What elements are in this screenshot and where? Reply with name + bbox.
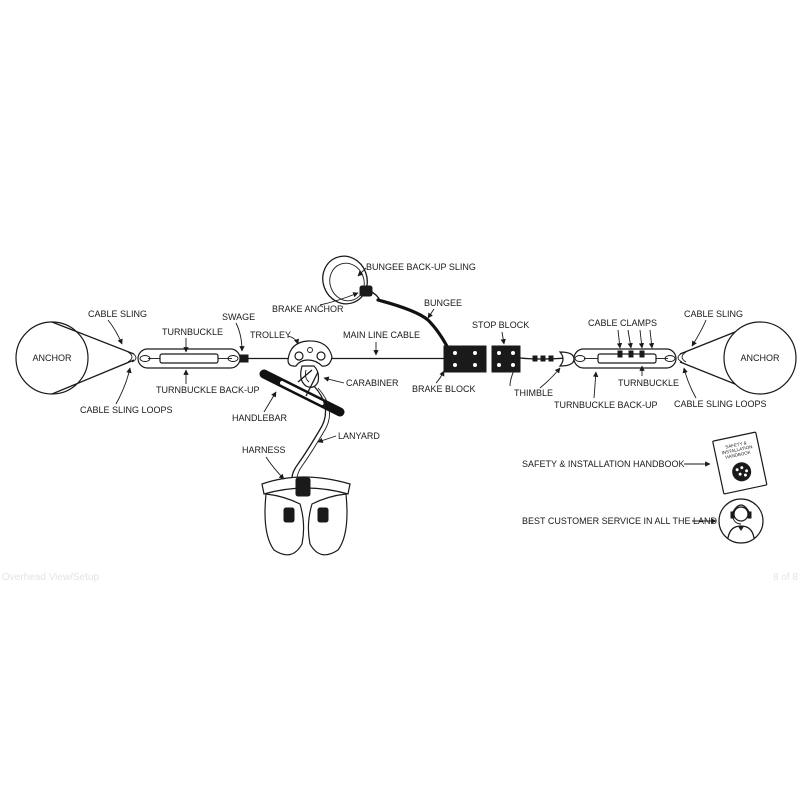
bungee-backup-sling-label: BUNGEE BACK-UP SLING — [366, 262, 476, 272]
left-turnbuckle — [137, 348, 241, 369]
bungee-backup-sling — [322, 255, 368, 305]
trolley — [287, 340, 333, 367]
callouts: CABLE SLING TURNBUCKLE SWAGE TROLLEY MAI… — [80, 262, 767, 480]
handlebar — [259, 369, 345, 417]
lanyard-label: LANYARD — [338, 431, 380, 441]
customer-service-label: BEST CUSTOMER SERVICE IN ALL THE LAND — [522, 516, 718, 526]
main-line-cable-label: MAIN LINE CABLE — [343, 330, 420, 340]
turnbuckle-right-label: TURNBUCKLE — [618, 378, 679, 388]
brake-anchor — [359, 285, 381, 302]
safety-handbook-label: SAFETY & INSTALLATION HANDBOOK — [522, 459, 685, 469]
brake-block — [443, 345, 487, 373]
slide-caption: Overhead View/Setup — [2, 572, 100, 583]
turnbuckle-left-label: TURNBUCKLE — [162, 327, 223, 337]
harness-label: HARNESS — [242, 445, 286, 455]
bungee — [376, 298, 452, 354]
cable-clamps — [617, 350, 645, 358]
stop-block — [491, 345, 521, 373]
handbook-cover-line3: HANDBOOK — [725, 450, 751, 460]
anchor-left-label: ANCHOR — [32, 353, 72, 363]
trolley-label: TROLLEY — [250, 330, 291, 340]
turnbuckle-backup-left-label: TURNBUCKLE BACK-UP — [156, 385, 260, 395]
turnbuckle-backup-right-label: TURNBUCKLE BACK-UP — [554, 400, 658, 410]
cable-sling-loops-right-label: CABLE SLING LOOPS — [674, 399, 767, 409]
swage-label: SWAGE — [222, 312, 255, 322]
carabiner-label: CARABINER — [346, 378, 399, 388]
stop-block-label: STOP BLOCK — [472, 320, 529, 330]
anchor-right-label: ANCHOR — [740, 353, 780, 363]
cable-sling-right-label: CABLE SLING — [684, 309, 743, 319]
brake-anchor-label: BRAKE ANCHOR — [272, 304, 344, 314]
handbook-cover-line2: INSTALLATION — [721, 444, 753, 455]
handlebar-label: HANDLEBAR — [232, 413, 288, 423]
cable-sling-left-label: CABLE SLING — [88, 309, 147, 319]
thimble-label: THIMBLE — [514, 388, 553, 398]
brake-block-label: BRAKE BLOCK — [412, 384, 476, 394]
customer-service-legend: BEST CUSTOMER SERVICE IN ALL THE LAND — [522, 498, 764, 544]
thimble — [558, 351, 575, 367]
safety-handbook-legend: SAFETY & INSTALLATION HANDBOOK SAFETY & … — [522, 431, 768, 495]
headset-agent-icon — [718, 498, 764, 544]
left-cable-sling — [51, 321, 137, 395]
right-anchor: ANCHOR — [723, 321, 797, 395]
cable-sling-loops-left-label: CABLE SLING LOOPS — [80, 405, 173, 415]
bungee-label: BUNGEE — [424, 298, 462, 308]
lanyard — [291, 385, 327, 479]
handbook-icon: SAFETY & INSTALLATION HANDBOOK — [712, 431, 768, 495]
swage — [239, 354, 249, 363]
handbook-cover-line1: SAFETY & — [725, 440, 747, 449]
harness — [261, 476, 351, 556]
right-turnbuckle — [573, 348, 677, 369]
cable-clamps-label: CABLE CLAMPS — [588, 318, 657, 328]
cable-clamps-left-small — [532, 355, 554, 362]
slide-counter: 8 of 8 — [772, 572, 798, 583]
